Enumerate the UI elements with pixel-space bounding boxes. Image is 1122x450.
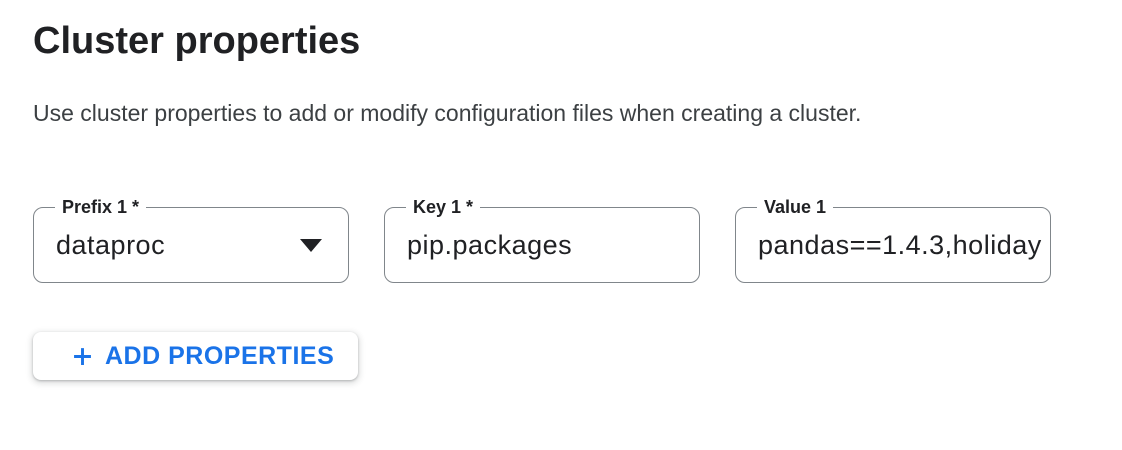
key-input[interactable] — [407, 229, 691, 261]
prefix-select[interactable]: dataproc — [34, 208, 348, 282]
value-input[interactable] — [758, 229, 1042, 261]
key-label: Key 1 * — [406, 197, 481, 218]
add-properties-button[interactable]: ADD PROPERTIES — [33, 332, 359, 380]
plus-icon — [74, 347, 91, 365]
page-title: Cluster properties — [33, 20, 361, 62]
prefix-field: Prefix 1 * dataproc — [33, 197, 349, 283]
properties-row: Prefix 1 * dataproc Key 1 * Value 1 — [33, 197, 1089, 283]
arrow-drop-down-icon — [300, 238, 322, 252]
value-field: Value 1 — [735, 197, 1051, 283]
prefix-select-value: dataproc — [56, 229, 166, 260]
prefix-label: Prefix 1 * — [55, 197, 147, 218]
cluster-properties-section: Cluster properties Use cluster propertie… — [0, 18, 1122, 380]
section-description: Use cluster properties to add or modify … — [33, 100, 862, 126]
add-properties-label: ADD PROPERTIES — [105, 341, 335, 370]
value-label: Value 1 — [757, 197, 834, 218]
key-field: Key 1 * — [384, 197, 700, 283]
